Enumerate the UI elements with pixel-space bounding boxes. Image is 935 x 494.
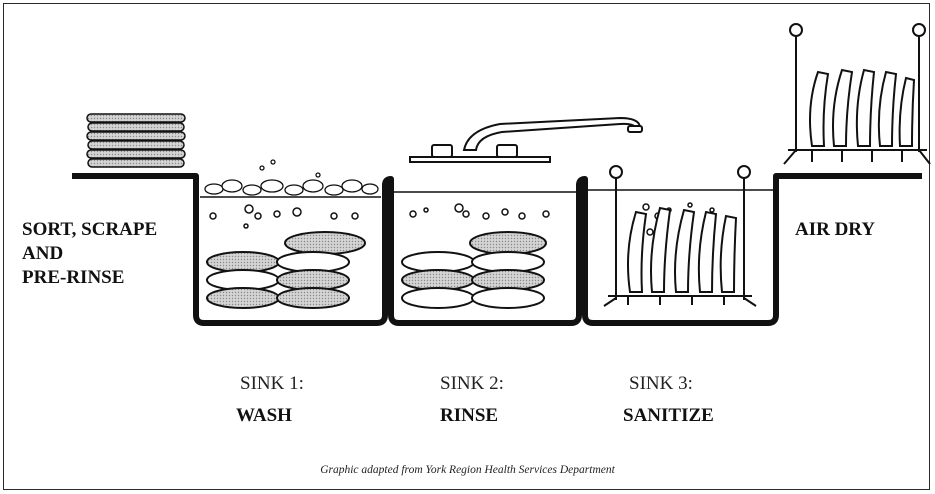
sort-scrape-label: SORT, SCRAPE AND PRE-RINSE [22, 218, 157, 290]
faucet-icon [410, 118, 642, 162]
graphic-credit: Graphic adapted from York Region Health … [0, 464, 935, 476]
stacked-plates-icon [87, 114, 185, 167]
sink-2-number: SINK 2: [440, 373, 504, 395]
wash-dishes-icon [207, 232, 365, 308]
sink-1-step: WASH [236, 405, 292, 427]
sanitize-rack-icon [604, 166, 756, 306]
sort-label-line-2: AND [22, 242, 157, 266]
sink-3-number: SINK 3: [629, 373, 693, 395]
wash-bubbles-icon [210, 205, 358, 228]
rinse-bubbles-icon [410, 204, 549, 219]
sort-label-line-3: PRE-RINSE [22, 266, 157, 290]
sink-2-step: RINSE [440, 405, 498, 427]
sink-3-step: SANITIZE [623, 405, 714, 427]
wash-suds-icon [205, 160, 378, 195]
air-dry-rack-icon [784, 24, 930, 164]
rinse-dishes-icon [402, 232, 546, 308]
sort-label-line-1: SORT, SCRAPE [22, 218, 157, 242]
sink-1-number: SINK 1: [240, 373, 304, 395]
air-dry-label: AIR DRY [795, 218, 875, 242]
